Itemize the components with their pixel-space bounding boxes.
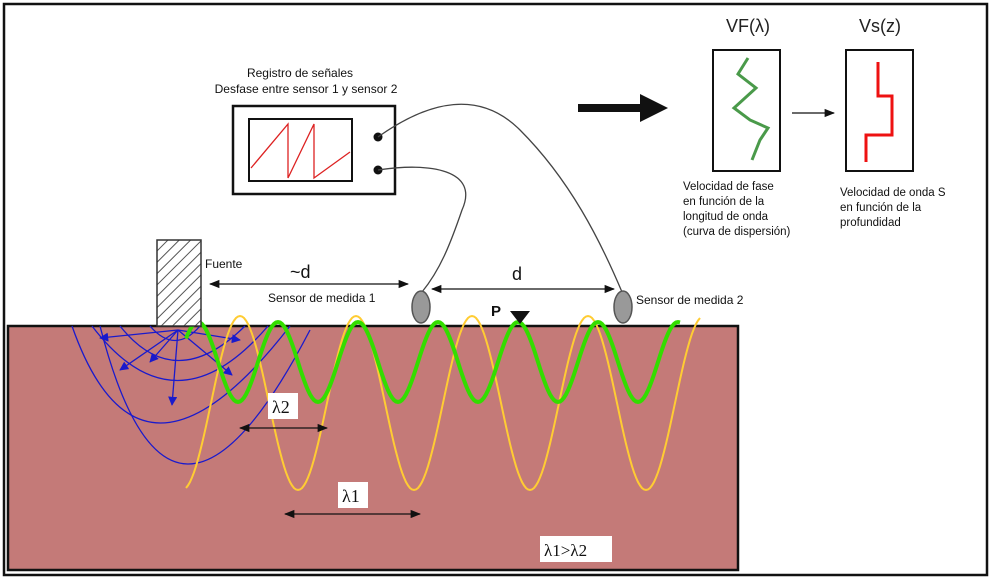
vs-profile-curve — [864, 62, 894, 162]
recorder-title-2: Desfase entre sensor 1 y sensor 2 — [215, 82, 398, 96]
phase-desc-3: longitud de onda — [683, 211, 769, 223]
sensor-distance-label: d — [512, 264, 522, 284]
shear-velocity-title: Vs(z) — [859, 16, 901, 36]
phase-desc-2: en función de la — [683, 196, 765, 208]
sensor-1 — [411, 290, 431, 324]
cable-sensor-1 — [377, 166, 467, 293]
phase-desc-4: (curva de dispersión) — [683, 226, 791, 238]
recorder-title-1: Registro de señales — [247, 66, 353, 80]
wavefront-2 — [119, 325, 246, 361]
approx-distance-label: ~d — [290, 262, 311, 282]
cable-sensor-2 — [377, 103, 623, 293]
shear-desc-1: Velocidad de onda S — [840, 187, 946, 199]
wavefront-4 — [71, 325, 291, 424]
lambda2-box — [268, 393, 298, 419]
seismic-source — [156, 239, 202, 327]
ray-1 — [99, 329, 179, 342]
lambda1-box — [338, 482, 368, 508]
dispersion-curve — [731, 57, 771, 161]
source-label: Fuente — [205, 257, 243, 271]
wavefront-1 — [149, 325, 201, 341]
point-p-marker — [510, 311, 530, 324]
recorder-screen — [248, 118, 353, 182]
sensor-2 — [613, 290, 633, 324]
phase-velocity-title: VF(λ) — [726, 16, 770, 36]
sensor-2-label: Sensor de medida 2 — [636, 293, 744, 307]
lambda1-label: λ1 — [342, 486, 360, 506]
wavefront-3 — [91, 325, 269, 382]
relation-box — [540, 536, 612, 562]
signal-recorder — [231, 104, 397, 196]
recorder-trace — [250, 122, 351, 180]
sensor-1-label: Sensor de medida 1 — [268, 291, 376, 305]
lambda2-label: λ2 — [272, 397, 290, 417]
wavelength-relation-label: λ1>λ2 — [544, 541, 587, 560]
ray-3 — [168, 329, 179, 406]
point-p-label: P — [491, 303, 501, 320]
ray-6 — [149, 329, 179, 363]
dispersion-curve-box — [712, 49, 781, 172]
phase-desc-1: Velocidad de fase — [683, 181, 774, 193]
ground-block — [6, 324, 740, 572]
short-wavelength-wave — [184, 319, 681, 405]
shear-desc-3: profundidad — [840, 217, 901, 229]
shear-desc-2: en función de la — [840, 202, 922, 214]
ray-2 — [119, 329, 179, 371]
big-right-arrow — [578, 94, 668, 122]
